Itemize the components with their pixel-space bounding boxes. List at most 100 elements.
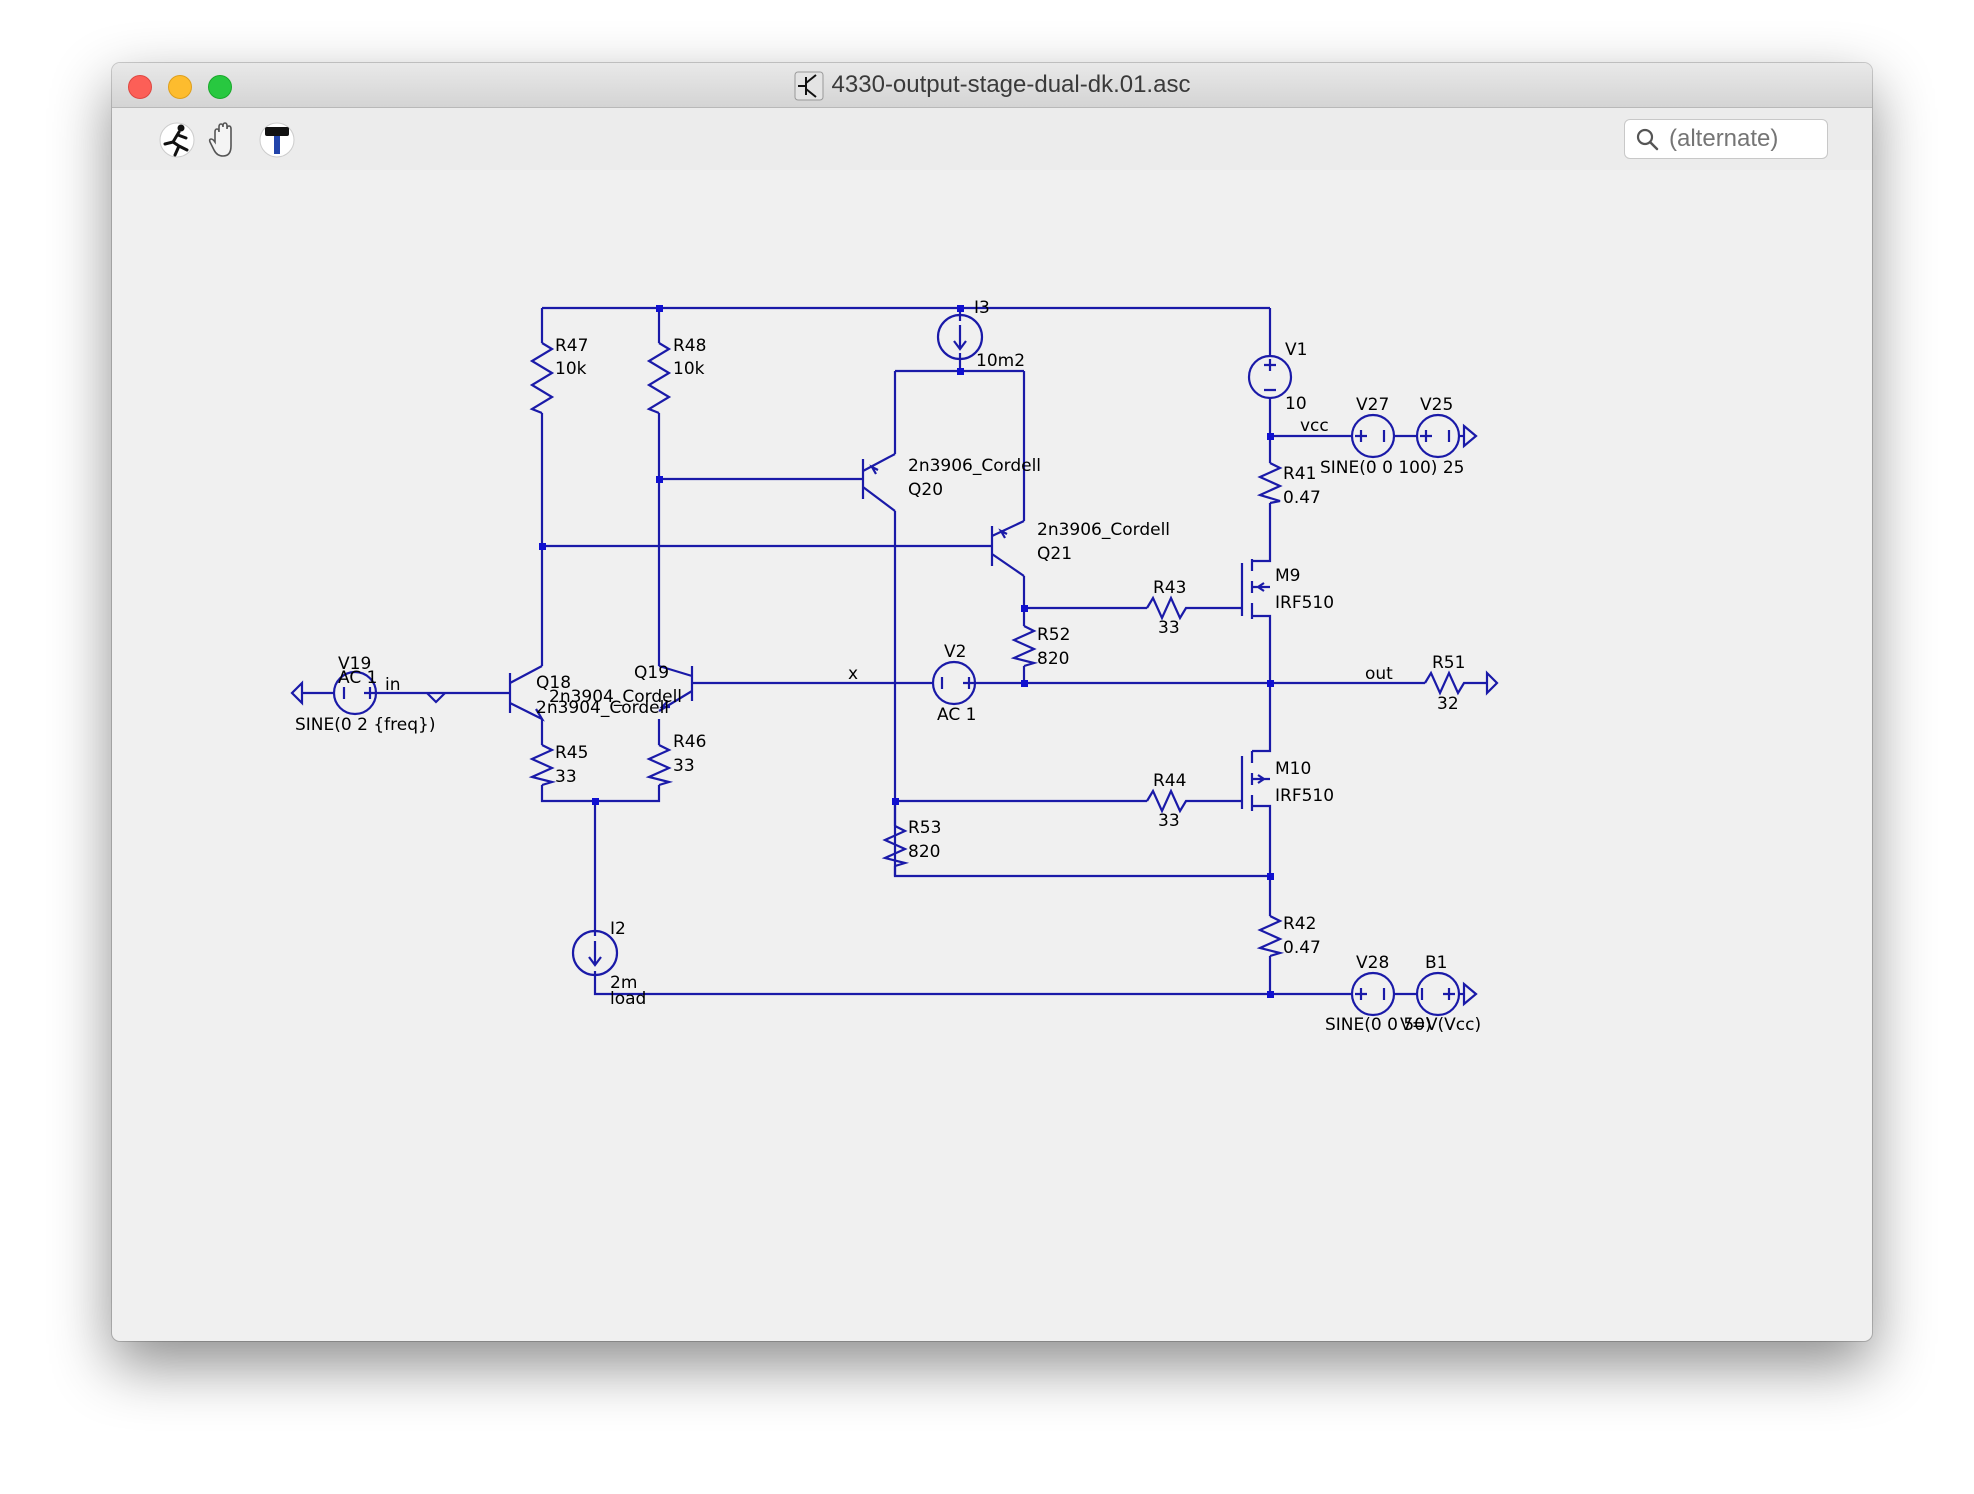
resistor-r51 <box>1424 670 1469 696</box>
resistor-r48 <box>646 342 672 415</box>
label-v27-name: V27 <box>1356 395 1389 415</box>
schematic-labels: R47 10k R48 10k I3 10m2 V1 10 vcc V27 V2… <box>295 298 1481 1035</box>
label-v2-name: V2 <box>944 642 966 662</box>
source-symbols <box>290 313 1499 1017</box>
label-x-net: x <box>848 664 858 684</box>
label-v2-value: AC 1 <box>937 705 976 725</box>
label-r52-value: 820 <box>1037 649 1069 669</box>
run-icon <box>159 122 195 158</box>
label-v1-name: V1 <box>1285 340 1307 360</box>
resistor-r52 <box>1010 625 1039 668</box>
mosfet-m9 <box>1240 559 1270 619</box>
hammer-button[interactable] <box>257 120 297 160</box>
label-i3-value: 10m2 <box>976 351 1025 371</box>
hammer-icon <box>259 122 295 158</box>
resistor-r47 <box>529 342 555 415</box>
label-r48-value: 10k <box>673 359 705 379</box>
window-title-area: 4330-output-stage-dual-dk.01.asc <box>112 63 1872 107</box>
label-r52-name: R52 <box>1037 625 1070 645</box>
label-r46-value: 33 <box>673 756 695 776</box>
resistor-r53 <box>881 825 910 868</box>
label-m9-name: M9 <box>1275 566 1300 586</box>
label-r42-value: 0.47 <box>1283 938 1321 958</box>
label-v19-name: V19 <box>338 654 371 674</box>
title-bar: 4330-output-stage-dual-dk.01.asc <box>112 63 1872 108</box>
label-r47-value: 10k <box>555 359 587 379</box>
label-r51-value: 32 <box>1437 694 1459 714</box>
mosfet-m10 <box>1240 751 1270 811</box>
label-vcc-net: vcc <box>1300 416 1329 436</box>
label-r53-name: R53 <box>908 818 941 838</box>
resistor-r42 <box>1256 915 1285 958</box>
ground-port-r51 <box>1485 670 1499 696</box>
label-r45-value: 33 <box>555 767 577 787</box>
label-q19-model: 2n3904_Cordell <box>549 687 682 707</box>
label-q19-name: Q19 <box>634 663 669 683</box>
label-m10-name: M10 <box>1275 759 1311 779</box>
label-i2-value: 2m <box>610 973 637 993</box>
window-title: 4330-output-stage-dual-dk.01.asc <box>831 71 1191 98</box>
label-b1-name: B1 <box>1425 953 1447 973</box>
label-v19-ac: AC 1 <box>338 668 377 688</box>
toolbar <box>112 108 1872 170</box>
voltage-source-v19 <box>332 670 378 716</box>
label-v19-value: SINE(0 2 {freq}) <box>295 715 435 735</box>
search-icon <box>1636 128 1659 151</box>
voltage-source-v27 <box>1350 413 1396 459</box>
wires <box>302 306 1487 996</box>
label-r48-name: R48 <box>673 336 706 356</box>
schematic-canvas[interactable]: R47 10k R48 10k I3 10m2 V1 10 vcc V27 V2… <box>112 171 1872 1341</box>
label-q20-model: 2n3906_Cordell <box>908 456 1041 476</box>
label-i2-type: load <box>610 989 646 1009</box>
label-v28-value: SINE(0 0 50) <box>1325 1015 1432 1035</box>
close-window-button[interactable] <box>128 75 152 99</box>
transistor-symbols <box>508 453 1270 811</box>
label-r47-name: R47 <box>555 336 588 356</box>
label-v28-name: V28 <box>1356 953 1389 973</box>
label-out-net: out <box>1365 664 1393 684</box>
label-m9-model: IRF510 <box>1275 593 1334 613</box>
resistor-r43 <box>1146 595 1189 621</box>
label-v1-value: 10 <box>1285 394 1307 414</box>
voltage-source-v28 <box>1350 971 1396 1017</box>
label-i3-name: I3 <box>974 298 990 318</box>
resistor-r44 <box>1146 788 1189 814</box>
label-r41-value: 0.47 <box>1283 488 1321 508</box>
current-source-i2 <box>571 929 619 977</box>
schematic-drawing: R47 10k R48 10k I3 10m2 V1 10 vcc V27 V2… <box>290 298 1499 1035</box>
label-r41-name: R41 <box>1283 464 1316 484</box>
label-in-net: in <box>385 675 401 695</box>
label-r46-name: R46 <box>673 732 706 752</box>
app-window: 4330-output-stage-dual-dk.01.asc <box>112 63 1872 1341</box>
ground-port-b1 <box>1462 981 1478 1007</box>
transistor-q18 <box>508 665 545 722</box>
run-button[interactable] <box>157 120 197 160</box>
search-input[interactable] <box>1667 124 1821 154</box>
label-q21-name: Q21 <box>1037 544 1072 564</box>
label-r42-name: R42 <box>1283 914 1316 934</box>
current-source-i3 <box>936 313 984 361</box>
transistor-q19 <box>658 664 694 712</box>
transistor-q21 <box>990 520 1025 577</box>
resistor-r41 <box>1256 462 1283 505</box>
label-r53-value: 820 <box>908 842 940 862</box>
label-r44-value: 33 <box>1158 811 1180 831</box>
label-r43-value: 33 <box>1158 618 1180 638</box>
voltage-source-b1 <box>1415 971 1461 1017</box>
minimize-window-button[interactable] <box>168 75 192 99</box>
label-q18-model: 2n3904_Cordell <box>536 698 669 718</box>
transistor-q20 <box>861 453 896 512</box>
voltage-source-v1 <box>1247 354 1293 400</box>
junction-dots <box>539 305 1274 998</box>
halt-icon <box>208 122 232 157</box>
label-q21-model: 2n3906_Cordell <box>1037 520 1170 540</box>
label-m10-model: IRF510 <box>1275 786 1334 806</box>
maximize-window-button[interactable] <box>208 75 232 99</box>
label-r44-name: R44 <box>1153 771 1186 791</box>
voltage-source-v25 <box>1415 413 1461 459</box>
net-flag-in <box>426 692 446 704</box>
label-r43-name: R43 <box>1153 578 1186 598</box>
search-box[interactable] <box>1624 119 1828 159</box>
ground-port-in <box>290 680 304 706</box>
halt-button[interactable] <box>203 120 243 160</box>
